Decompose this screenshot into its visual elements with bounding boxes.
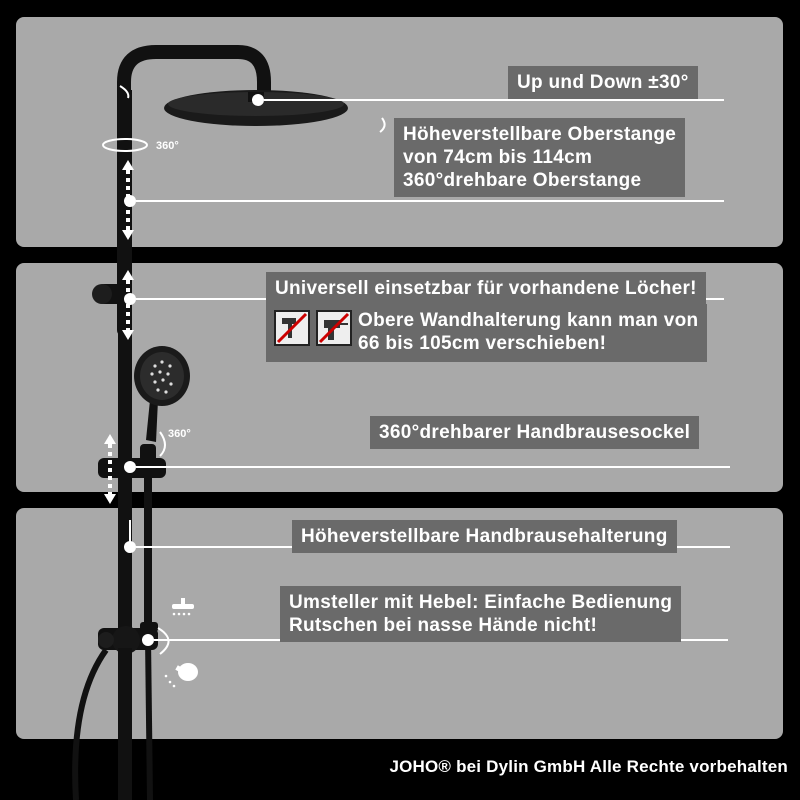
label-wandhalterung: Obere Wandhalterung kann man von 66 bis … bbox=[266, 304, 708, 362]
wandhalterung-line-1: Obere Wandhalterung kann man von bbox=[358, 310, 699, 331]
copyright-footer: JOHO® bei Dylin GmbH Alle Rechte vorbeha… bbox=[389, 757, 788, 776]
label-universell: Universell einsetzbar für vorhandene Löc… bbox=[266, 272, 706, 305]
rotation-label-sockel: 360° bbox=[168, 428, 191, 440]
wandhalterung-line-2: 66 bis 105cm verschieben! bbox=[358, 333, 607, 354]
label-halterung: Höheverstellbare Handbrausehalterung bbox=[292, 520, 677, 553]
oberstange-line-2: von 74cm bis 114cm bbox=[403, 147, 593, 168]
label-up-down: Up und Down ±30° bbox=[508, 66, 698, 99]
oberstange-line-3: 360°drehbare Oberstange bbox=[403, 170, 642, 191]
umsteller-line-2: Rutschen bei nasse Hände nicht! bbox=[289, 615, 598, 636]
oberstange-line-1: Höheverstellbare Oberstange bbox=[403, 124, 677, 145]
hand-shower bbox=[134, 346, 190, 442]
label-umsteller: Umsteller mit Hebel: Einfache Bedienung … bbox=[280, 586, 682, 642]
label-sockel: 360°drehbarer Handbrausesockel bbox=[370, 416, 700, 449]
hand-shower-icon bbox=[164, 663, 198, 688]
rotate-arrow-icon bbox=[102, 85, 386, 655]
diverter-valve bbox=[98, 622, 158, 654]
rotation-label-top: 360° bbox=[156, 140, 179, 152]
shower-arm bbox=[117, 45, 271, 337]
vertical-arrow-icon bbox=[104, 160, 134, 504]
overhead-shower-icon bbox=[172, 598, 194, 616]
drill-icon bbox=[316, 310, 352, 346]
hammer-icon bbox=[274, 310, 310, 346]
umsteller-line-1: Umsteller mit Hebel: Einfache Bedienung bbox=[289, 592, 673, 613]
shower-hose bbox=[72, 648, 109, 800]
label-oberstange: Höheverstellbare Oberstange von 74cm bis… bbox=[394, 118, 686, 197]
